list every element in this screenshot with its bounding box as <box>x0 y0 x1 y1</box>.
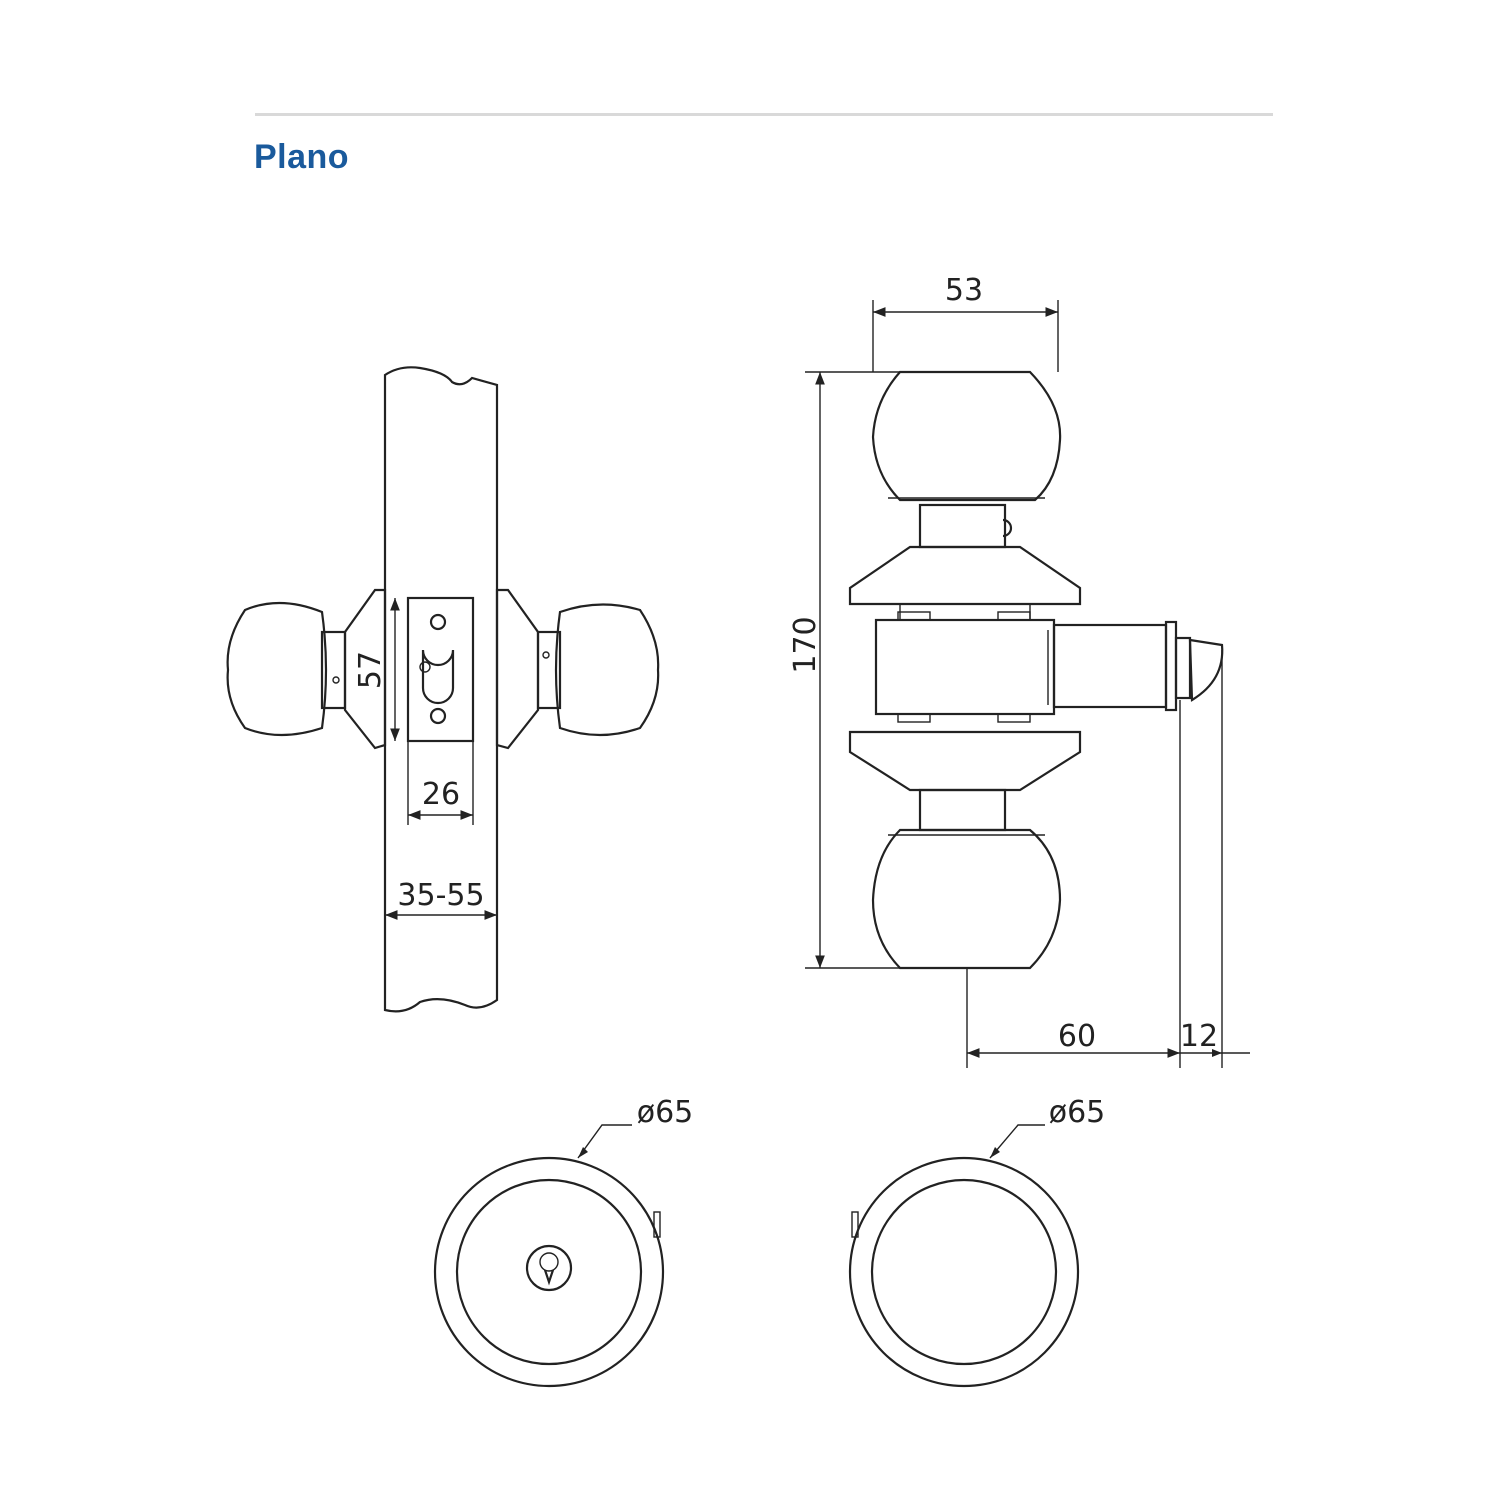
right-knob <box>554 603 660 737</box>
left-rose <box>343 588 387 750</box>
latch-faceplate-edge <box>1164 620 1178 712</box>
side-elevation-view: 53 170 60 12 <box>788 273 1250 1068</box>
header-divider <box>255 113 1273 116</box>
inner-knob-circle <box>455 1178 643 1366</box>
keyhole-icon <box>543 1269 555 1286</box>
dim-latch-plate-height: 57 <box>353 651 388 689</box>
bottom-knob <box>871 828 1062 970</box>
dim-overall-height: 170 <box>788 616 823 673</box>
outer-rose-circle <box>433 1156 665 1388</box>
left-knob <box>226 601 328 737</box>
inner-knob-circle <box>870 1178 1058 1366</box>
door-section-view: 57 26 35-55 <box>226 366 660 1013</box>
door-slab <box>383 366 499 1013</box>
right-rose <box>495 588 540 750</box>
screw-hole-top <box>429 613 447 631</box>
dim-knob-width: 53 <box>945 273 983 308</box>
bottom-knob-neck <box>918 788 1007 832</box>
page-title: Plano <box>254 138 350 176</box>
outer-rose-circle <box>848 1156 1080 1388</box>
dim-rose-diameter-right: ø65 <box>1049 1095 1106 1130</box>
bottom-rose <box>848 730 1082 792</box>
dim-latch-throw: 12 <box>1180 1019 1218 1054</box>
dim-door-thickness: 35-55 <box>397 878 484 913</box>
top-knob-neck <box>918 503 1007 549</box>
lock-chassis <box>874 618 1056 716</box>
screw-hole-bottom <box>429 707 447 725</box>
top-knob <box>871 370 1062 502</box>
plain-rose-front-view: ø65 <box>848 1095 1106 1388</box>
latch-opening <box>421 649 455 705</box>
latch-bolt <box>1188 638 1224 702</box>
left-knob-neck <box>320 630 347 710</box>
right-knob-neck <box>536 630 562 710</box>
dim-latch-plate-width: 26 <box>422 777 460 812</box>
dim-rose-diameter-left: ø65 <box>637 1095 694 1130</box>
dim-backset: 60 <box>1058 1019 1096 1054</box>
latch-housing <box>1052 623 1168 709</box>
top-rose <box>848 545 1082 606</box>
latch-face-plate <box>406 596 475 743</box>
key-cylinder <box>525 1244 573 1292</box>
keyed-rose-front-view: ø65 <box>433 1095 694 1388</box>
